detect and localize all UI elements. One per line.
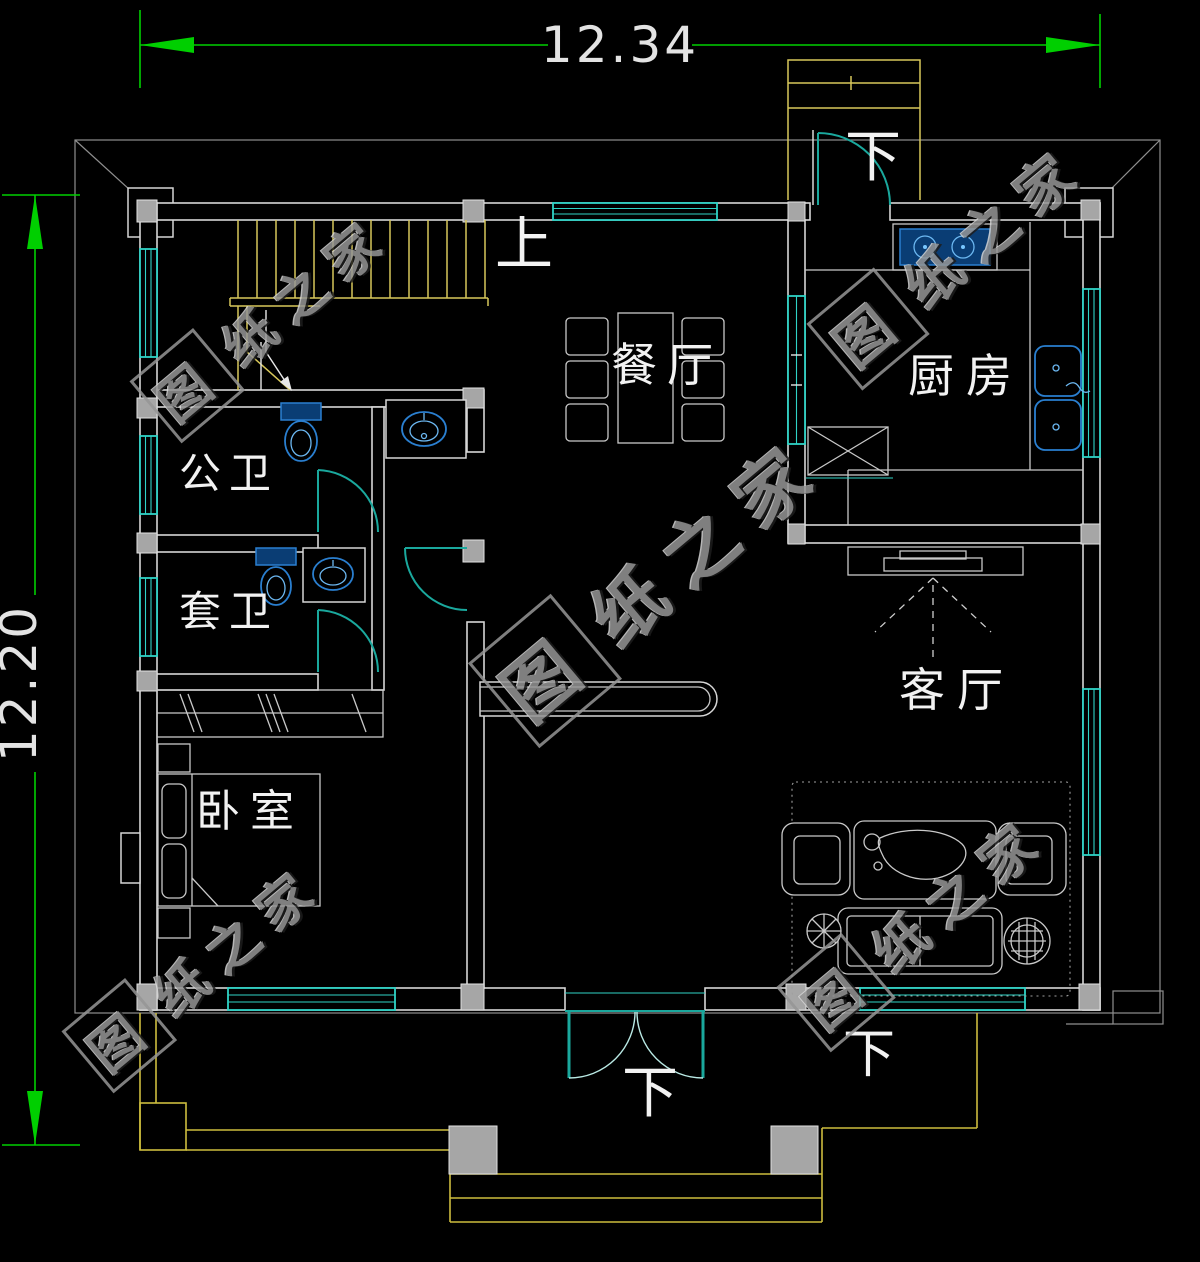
public-bath-fixtures	[280, 399, 467, 462]
door-public-bath	[317, 469, 379, 533]
dimension-top-value: 12.34	[541, 16, 699, 74]
window-living-east	[1082, 688, 1101, 856]
porch-pillar-right	[770, 1125, 819, 1175]
door-ensuite-bath	[317, 609, 379, 673]
window-kitchen-east	[1082, 288, 1101, 458]
room-labels: 餐厅 厨房 公卫 套卫 卧室 客厅	[179, 338, 1024, 837]
coffee-table	[853, 820, 997, 900]
dimension-left: 12.20	[0, 194, 80, 1146]
room-label-living: 客厅	[899, 663, 1015, 717]
toilet-tank	[255, 547, 297, 566]
tv-area	[847, 546, 1024, 662]
wardrobe	[156, 689, 384, 738]
porch-pillar-left	[448, 1125, 498, 1175]
bed-group	[157, 743, 321, 939]
nightstand	[157, 743, 191, 773]
window-living-south	[859, 987, 1026, 1011]
windows	[139, 202, 1101, 1011]
peninsula-half-wall	[479, 681, 718, 717]
ensuite-bath-fixtures	[255, 547, 366, 606]
toilet-bowl	[260, 566, 292, 606]
kitchen-fixtures	[805, 222, 1091, 525]
room-label-kitchen: 厨房	[908, 349, 1024, 403]
toilet-bowl	[284, 420, 318, 462]
stove	[892, 223, 998, 271]
window-public-bath-west	[139, 435, 158, 515]
window-ensuite-west	[139, 577, 158, 657]
structural-posts	[136, 199, 1101, 1175]
stair-up-label: 上	[495, 210, 553, 278]
stair-down-label-entry: 下	[622, 1061, 678, 1126]
side-table-right	[1003, 917, 1051, 965]
window-dining-north	[552, 202, 718, 221]
room-label-ensuite-bath: 套卫	[179, 587, 279, 636]
living-room-furniture	[781, 546, 1071, 997]
basin-counter	[385, 399, 467, 459]
exterior-stairs-top	[787, 59, 921, 200]
room-label-public-bath: 公卫	[179, 449, 279, 498]
tv-stand	[847, 546, 1024, 576]
tv	[883, 557, 983, 572]
door-kitchen-exterior	[812, 130, 891, 206]
pillow	[161, 783, 187, 839]
pillow	[161, 843, 187, 899]
armchair-right	[997, 822, 1067, 896]
porch-steps	[139, 1013, 978, 1223]
stair-direction-labels: 上 下 下 下	[495, 125, 901, 1126]
armchair-left	[781, 822, 851, 896]
door-corridor	[404, 547, 468, 611]
window-bedroom-south	[227, 987, 396, 1011]
wash-basin	[401, 411, 447, 447]
window-stair-west	[139, 248, 158, 358]
doors	[317, 130, 891, 1079]
nightstand	[157, 907, 191, 939]
stair-down-label-kitchen: 下	[845, 125, 901, 190]
rug-border	[791, 781, 1071, 997]
toilet-tank	[280, 402, 322, 421]
interior-staircase	[229, 220, 489, 391]
fridge	[807, 426, 889, 476]
sliding-door-kitchen-west	[787, 295, 806, 445]
side-plant-left	[806, 913, 842, 949]
dimension-left-value: 12.20	[0, 604, 48, 762]
wash-basin	[312, 557, 354, 591]
stair-down-label-side: 下	[843, 1025, 895, 1085]
sofa	[837, 907, 1003, 975]
room-label-dining: 餐厅	[611, 338, 723, 392]
room-label-bedroom: 卧室	[196, 786, 304, 837]
dining-set	[565, 312, 725, 444]
kitchen-sink	[1034, 345, 1091, 451]
bed	[157, 773, 321, 907]
entrance-double-door	[565, 992, 705, 1079]
dimension-top: 12.34	[139, 10, 1101, 88]
